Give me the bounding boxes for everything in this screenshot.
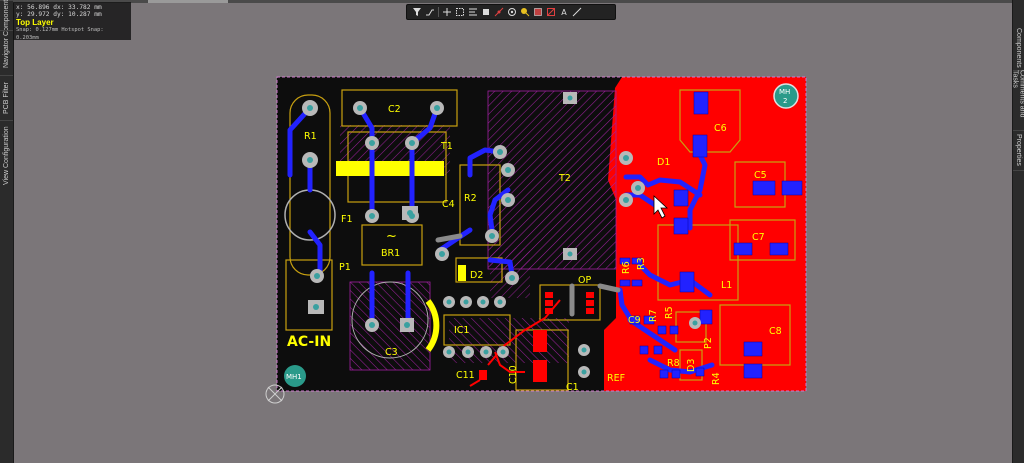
active-bar-toolbar: A	[406, 4, 616, 20]
label-d3: D3	[686, 359, 697, 372]
label-f1: F1	[341, 214, 353, 225]
polygon-icon[interactable]	[532, 6, 544, 18]
cross-icon[interactable]	[441, 6, 453, 18]
active-document-tab[interactable]	[148, 0, 228, 3]
line-icon[interactable]	[571, 6, 583, 18]
text-icon[interactable]: A	[561, 7, 567, 17]
label-c6: C6	[714, 123, 727, 134]
label-t2: T2	[558, 173, 571, 184]
via-icon[interactable]	[506, 6, 518, 18]
right-panel-dock: Components Comments and Tasks Properties	[1012, 0, 1024, 463]
route-icon[interactable]	[424, 6, 436, 18]
mounting-hole-mh2	[773, 83, 799, 109]
hud-current-layer: Top Layer	[16, 18, 54, 28]
label-l1: L1	[721, 280, 732, 291]
mh2-label: MH	[779, 88, 790, 96]
label-c9: C9	[628, 315, 641, 326]
label-r8: R8	[667, 358, 680, 369]
keepout-t2	[487, 90, 617, 270]
label-c2: C2	[388, 104, 401, 115]
filter-icon[interactable]	[411, 6, 423, 18]
c3-outline	[351, 281, 429, 359]
hud-xy-line2: y: 29.972 dy: 10.287 mm	[16, 11, 102, 19]
bottom-smd-pads	[619, 91, 803, 379]
mouse-cursor-icon	[653, 195, 669, 219]
keepout-icon[interactable]	[545, 6, 557, 18]
label-c4: C4	[442, 199, 455, 210]
left-panel-dock: Components Navigator PCB Filter View Con…	[0, 0, 14, 463]
document-tab-strip	[13, 0, 1013, 3]
label-c8: C8	[769, 326, 782, 337]
top-copper-pour	[604, 77, 806, 391]
label-t1: T1	[440, 141, 453, 152]
coordinate-hud: x: 56.896 dx: 33.782 mm y: 29.972 dy: 10…	[13, 2, 131, 41]
t1-silk-bar	[336, 161, 444, 176]
label-ic1: IC1	[454, 325, 469, 336]
component-icon[interactable]	[480, 6, 492, 18]
label-r5: R5	[664, 306, 675, 319]
label-r3: R3	[636, 257, 647, 270]
label-r6: R6	[621, 261, 632, 274]
mh1-label: MH1	[286, 373, 302, 381]
label-c3: C3	[385, 347, 398, 358]
component-overlays	[285, 89, 796, 391]
through-hole-pads	[302, 92, 701, 378]
keepout-c3	[349, 281, 431, 371]
label-r4: R4	[711, 372, 722, 385]
origin-marker	[265, 384, 285, 404]
label-p1: P1	[339, 262, 351, 273]
hud-xy-line1: x: 56.896 dx: 33.782 mm	[16, 4, 102, 11]
highlight-icon[interactable]	[519, 6, 531, 18]
label-c10: C10	[508, 365, 519, 384]
label-r7: R7	[648, 309, 659, 322]
hud-snap-info: Snap: 0.127mm Hotspot Snap: 0.203mm	[16, 27, 104, 41]
designator-labels: R1 C2 T1 F1 P1 BR1 C3 IC1 C4 R2 D2 T2 OP…	[304, 104, 782, 393]
ac-in-label: AC-IN	[287, 334, 331, 350]
label-c1: C1	[566, 382, 579, 393]
toolbar-separator	[438, 7, 439, 17]
label-ref: REF	[607, 373, 625, 384]
label-c5: C5	[754, 170, 767, 181]
label-d2: D2	[470, 270, 483, 281]
label-br1: BR1	[381, 248, 400, 259]
label-p2: P2	[703, 337, 714, 349]
interactive-route-icon[interactable]	[493, 6, 505, 18]
label-d1: D1	[657, 157, 670, 168]
c3-polarity-mark	[425, 299, 440, 352]
d2-cathode-mark	[458, 265, 466, 281]
board-outline	[276, 76, 807, 392]
panel-tab-comments-and-tasks[interactable]: Comments and Tasks	[1012, 70, 1024, 131]
mh2-sub-label: 2	[783, 97, 787, 105]
panel-tab-components-right[interactable]: Components	[1013, 25, 1024, 71]
mounting-hole-mh1	[284, 365, 306, 387]
panel-tab-properties[interactable]: Properties	[1013, 130, 1024, 171]
bridge-symbol: ~	[386, 229, 397, 244]
label-r1: R1	[304, 131, 317, 142]
top-smd-pads	[479, 292, 594, 382]
select-rect-icon[interactable]	[454, 6, 466, 18]
align-icon[interactable]	[467, 6, 479, 18]
label-c7: C7	[752, 232, 765, 243]
label-c11: C11	[456, 370, 475, 381]
label-op: OP	[578, 275, 591, 286]
label-r2: R2	[464, 193, 477, 204]
